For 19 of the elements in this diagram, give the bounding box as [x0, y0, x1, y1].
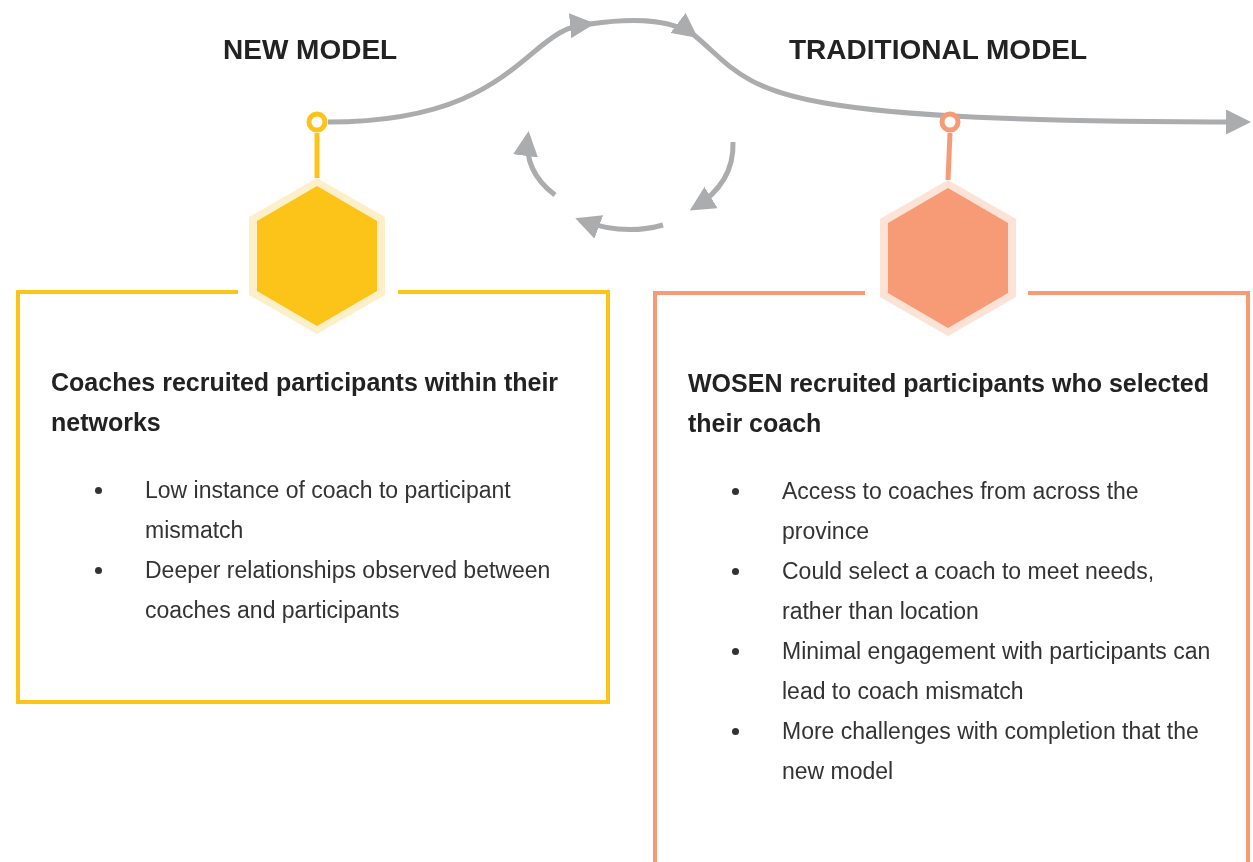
bullet-text: Low instance of coach to participant mismatch — [145, 477, 511, 543]
timeline-arrow — [327, 13, 1251, 135]
card-heading: Coaches recruited participants within their networks — [51, 367, 560, 438]
connector-line — [314, 133, 320, 178]
pin-circle — [306, 111, 328, 133]
model-heading: TRADITIONAL MODEL — [789, 34, 1088, 66]
bullet-text: Could select a coach to meet needs, rather than location — [782, 558, 1155, 624]
model-heading: NEW MODEL — [223, 34, 398, 66]
bullet-text: Minimal engagement with participants can lead to coach mismatch — [782, 638, 1211, 704]
bullet-text: Access to coaches from across the province — [782, 478, 1139, 544]
hexagon — [880, 180, 1016, 336]
bullet-text: Deeper relationships observed between coaches and participants — [145, 557, 551, 623]
hexagon — [249, 178, 385, 334]
text-card — [16, 290, 610, 704]
card-heading: WOSEN recruited participants who selected their coach — [688, 368, 1210, 439]
pin-circle — [939, 111, 961, 133]
bullet-text: More challenges with completion that the new model — [782, 718, 1199, 784]
text-card — [653, 291, 1250, 862]
connector-line — [945, 132, 953, 181]
